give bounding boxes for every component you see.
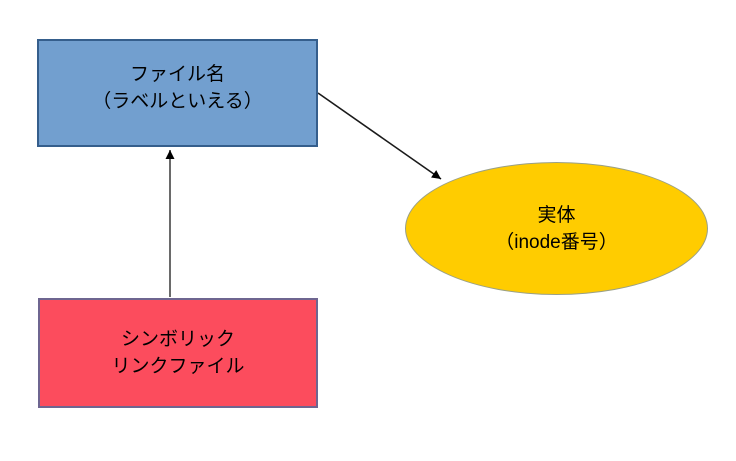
node-file-name-label-line1: ファイル名 [129,64,225,85]
node-file-name: ファイル名 （ラベルといえる） [37,39,318,147]
node-symbolic-link-label-line1: シンボリック [120,329,235,350]
node-entity-label-line1: 実体 [537,204,576,226]
node-file-name-label-line2: （ラベルといえる） [92,91,263,112]
node-entity: 実体 （inode番号） [405,162,708,295]
node-symbolic-link-label-line2: リンクファイル [111,356,245,377]
arrow-filename-to-entity [317,92,442,180]
node-entity-label-line2: （inode番号） [495,231,618,253]
node-symbolic-link: シンボリック リンクファイル [38,298,318,408]
